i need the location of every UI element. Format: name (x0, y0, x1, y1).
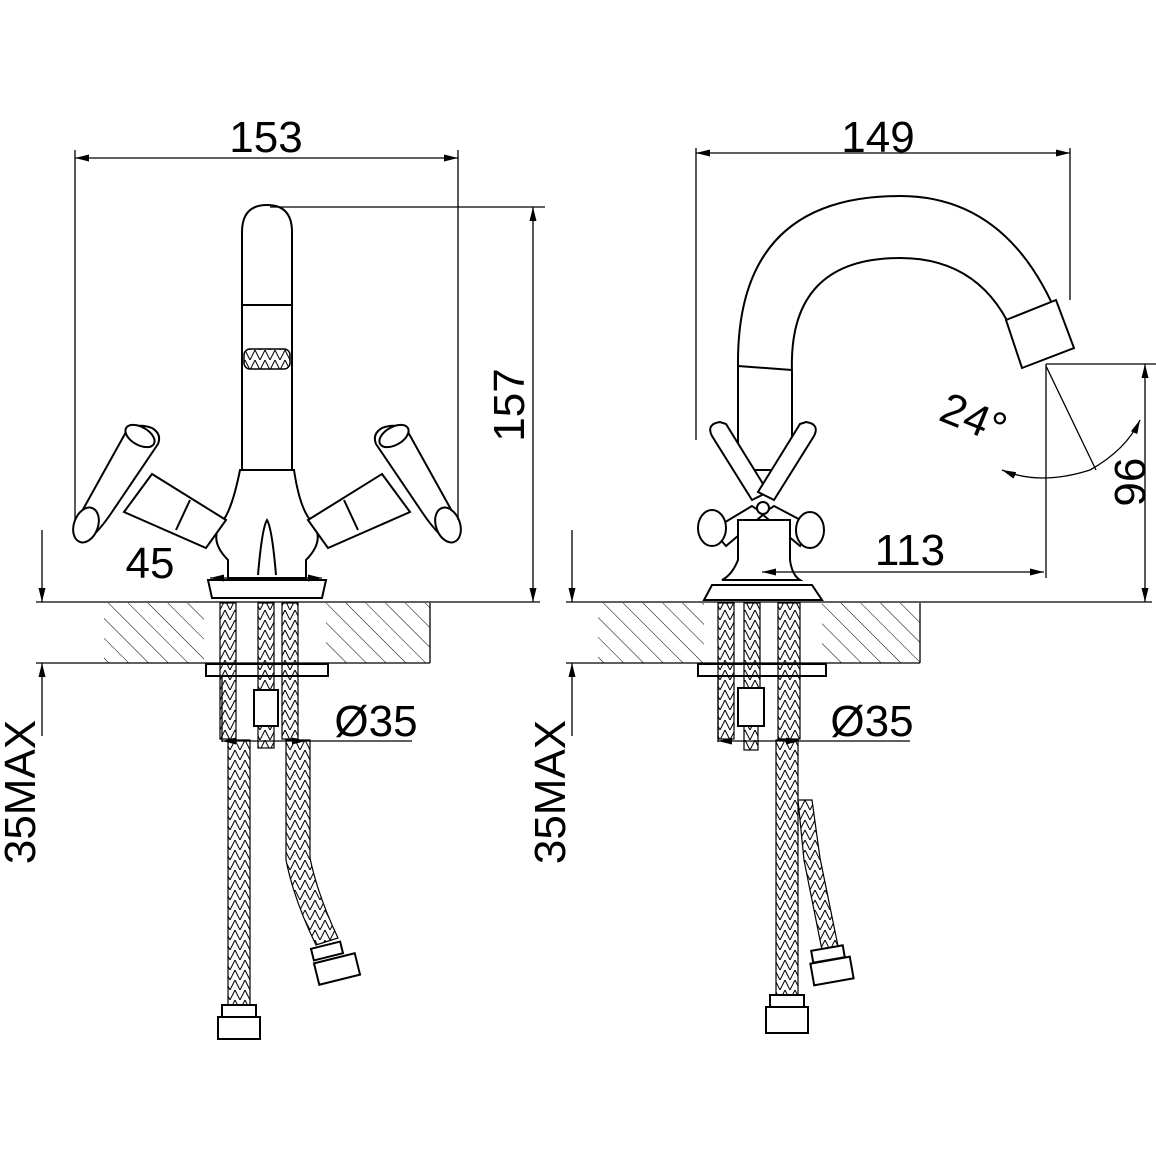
side-angle-label: 24° (933, 383, 1013, 453)
side-width-label: 149 (841, 113, 914, 162)
front-faucet (72, 203, 462, 1040)
side-reach-label: 113 (875, 526, 945, 575)
side-hole-label: Ø35 (830, 697, 913, 746)
countertop-right (566, 601, 1152, 664)
front-height-label: 157 (485, 368, 534, 441)
countertop-left (36, 601, 540, 664)
front-hole-label: Ø35 (334, 697, 417, 746)
front-thickness-label: 35MAX (0, 720, 45, 864)
side-height-label: 96 (1105, 458, 1154, 507)
front-base-label: 45 (126, 539, 175, 588)
aerator-icon (243, 348, 291, 370)
side-faucet (697, 194, 1076, 1034)
side-angle-arc (1001, 419, 1141, 479)
front-width-label: 153 (229, 113, 302, 162)
front-dimensions: 153 157 45 Ø35 35MAX (0, 113, 545, 864)
side-thickness-label: 35MAX (526, 720, 575, 864)
